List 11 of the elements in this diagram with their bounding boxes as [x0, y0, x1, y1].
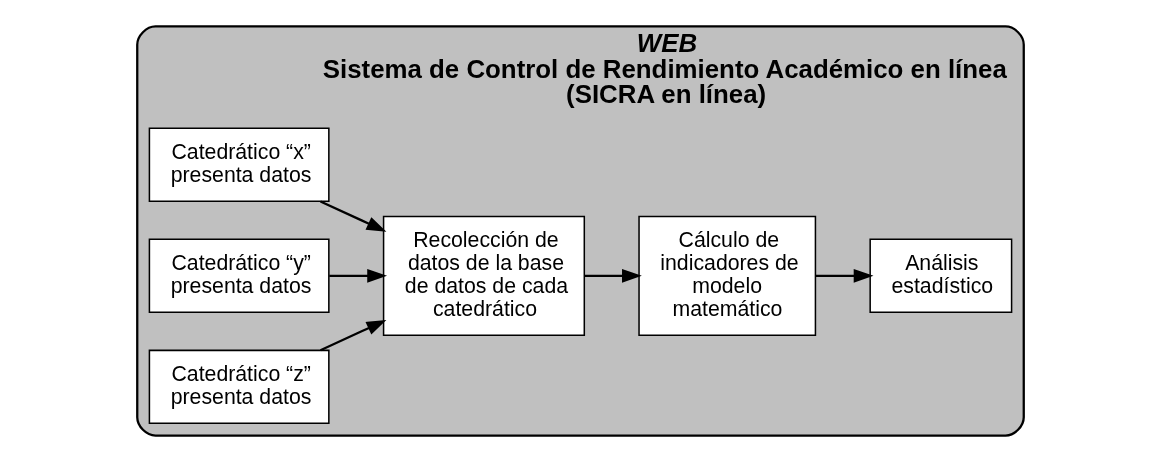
node-box: Catedrático “y” presenta datos: [148, 238, 330, 314]
arrow: [328, 268, 387, 283]
arrow: [319, 200, 386, 232]
node-box: Catedrático “x” presenta datos: [148, 127, 330, 203]
arrow: [584, 268, 642, 283]
node-box: Recolección de datos de la base de datos de cada catedrático: [382, 215, 585, 336]
node-box: Cálculo de indicadores de modelo matemático: [637, 215, 816, 336]
node-box: Análisis estadístico: [868, 238, 1012, 314]
node-box: Catedrático “z” presenta datos: [148, 349, 330, 425]
arrow: [319, 319, 386, 352]
arrow: [815, 268, 873, 283]
